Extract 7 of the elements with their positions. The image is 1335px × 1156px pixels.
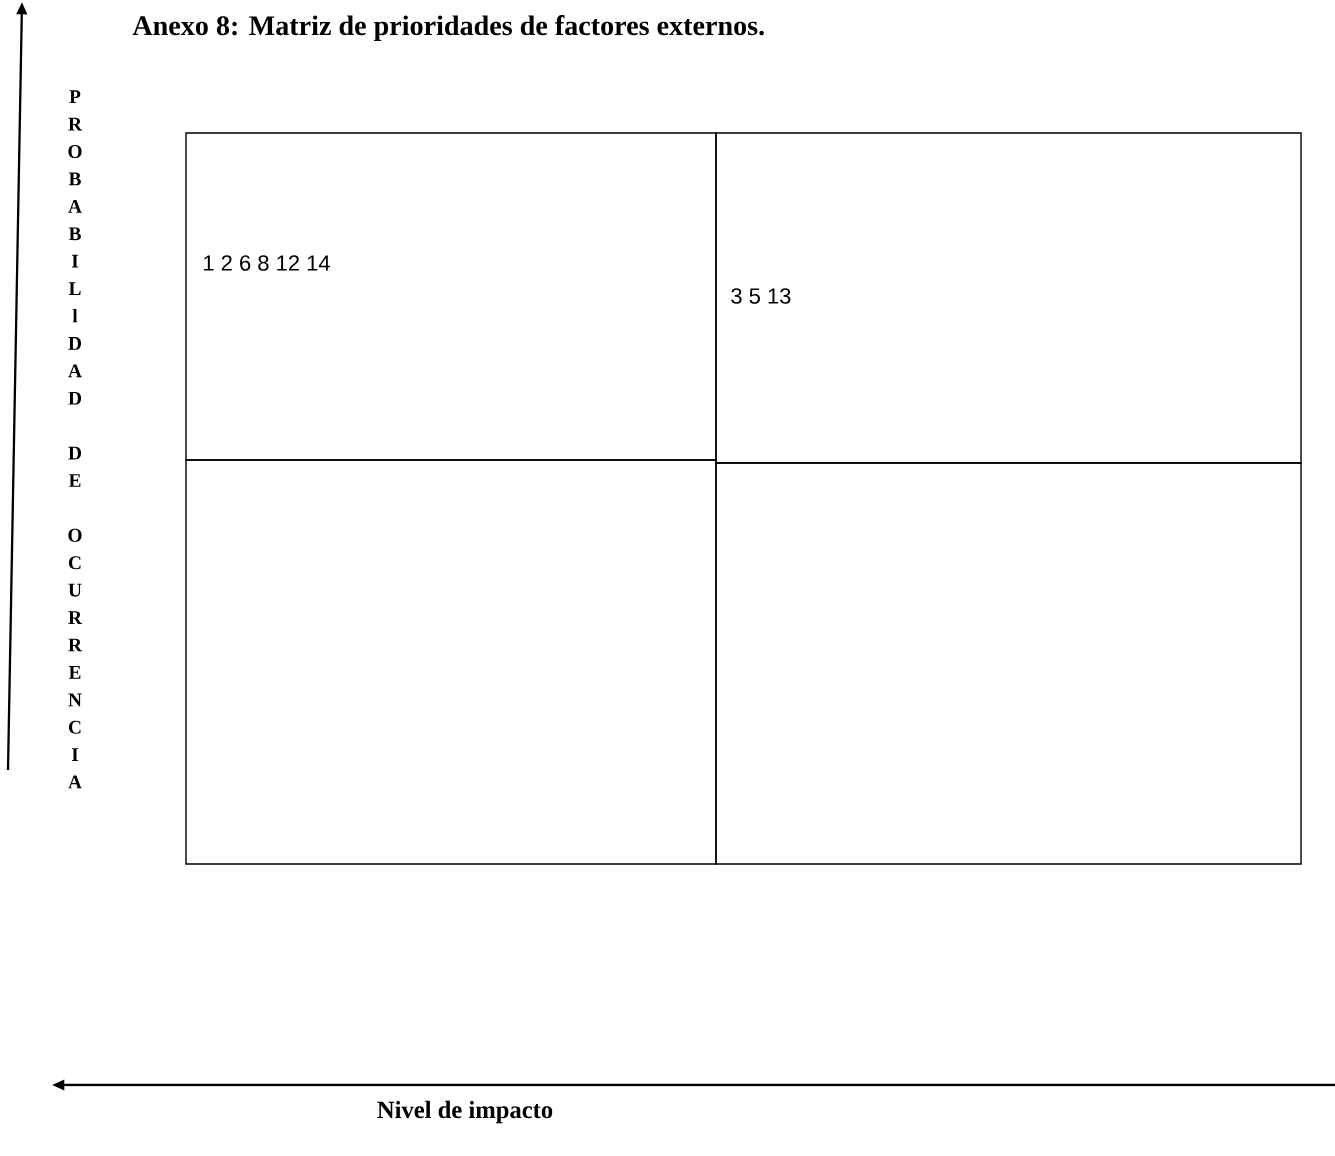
title: Anexo 8: Matriz de prioridades de factores externos. <box>132 15 764 41</box>
matrix-cell <box>185 459 717 865</box>
matrix-cell: 3 5 13 <box>715 132 1302 464</box>
axis-label: PROBABILlDAD DE OCURRENCIA <box>68 90 83 789</box>
axis-label: Nivel de impacto <box>377 1100 553 1124</box>
matrix-cell: 1 2 6 8 12 14 <box>185 132 717 461</box>
matrix-cell <box>715 462 1302 865</box>
